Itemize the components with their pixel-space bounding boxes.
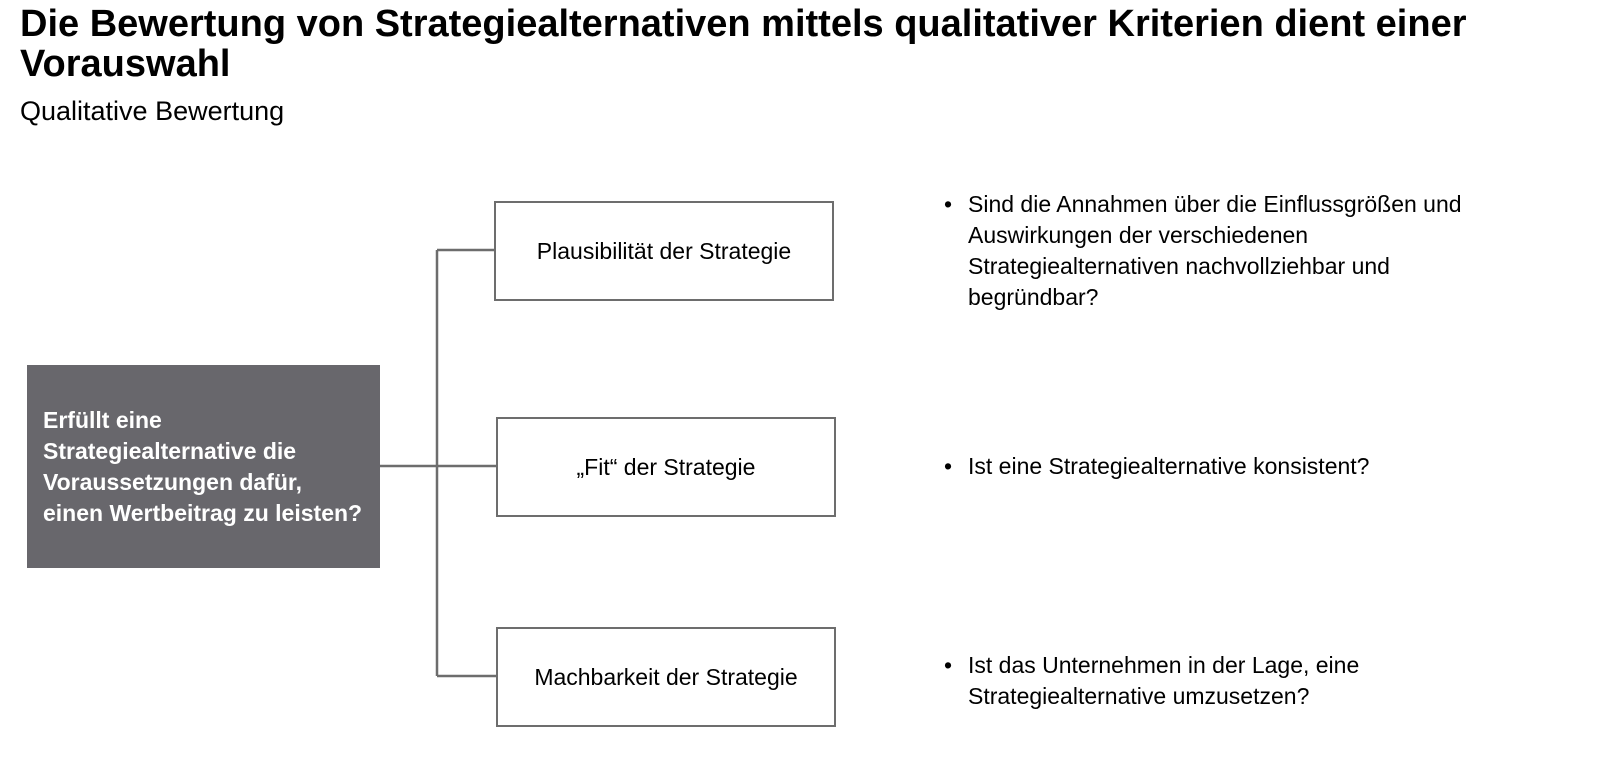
bullet-icon: • (944, 453, 953, 479)
criterion-label: „Fit“ der Strategie (576, 454, 756, 480)
criterion-box-plausibility: Plausibilität der Strategie (494, 201, 834, 301)
bullet-icon: • (944, 191, 953, 217)
criterion-label: Plausibilität der Strategie (536, 238, 792, 264)
root-question-box: Erfüllt eine Strategiealternative die Vo… (27, 365, 380, 568)
page-subtitle: Qualitative Bewertung (20, 96, 285, 126)
question-text: Sind die Annahmen über die Einflussgröße… (968, 191, 1462, 310)
page-title: Die Bewertung von Strategiealternativen … (20, 3, 1467, 85)
question-text: Ist das Unternehmen in der Lage, eine St… (968, 652, 1360, 709)
question-bullet-plausibility: • Sind die Annahmen über die Einflussgrö… (944, 189, 1462, 313)
criterion-box-feasibility: Machbarkeit der Strategie (496, 627, 836, 727)
criterion-box-fit: „Fit“ der Strategie (496, 417, 836, 517)
root-question-label: Erfüllt eine Strategiealternative die Vo… (43, 406, 363, 526)
question-bullet-fit: • Ist eine Strategiealternative konsiste… (944, 451, 1369, 482)
bullet-icon: • (944, 652, 953, 678)
question-bullet-feasibility: • Ist das Unternehmen in der Lage, eine … (944, 650, 1359, 712)
question-text: Ist eine Strategiealternative konsistent… (968, 453, 1370, 479)
criterion-label: Machbarkeit der Strategie (534, 664, 798, 690)
